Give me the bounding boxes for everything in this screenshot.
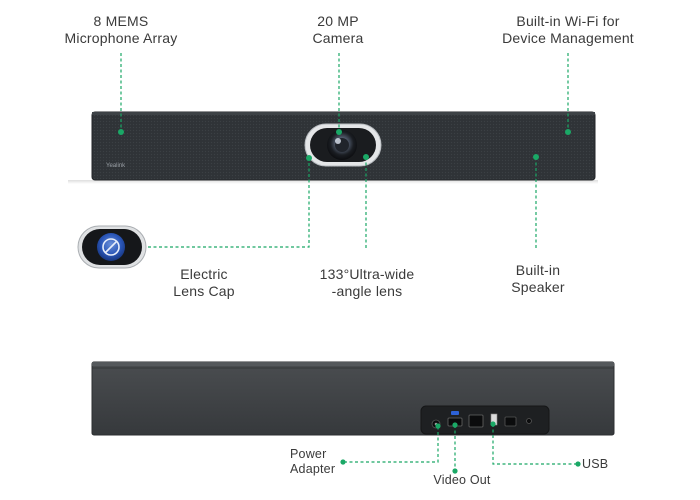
usb-c-port	[451, 411, 459, 415]
callout-power-line1: Power	[290, 447, 327, 461]
back-callout-lines	[344, 424, 578, 471]
callout-lens-line1: 133°Ultra-wide	[319, 266, 415, 282]
callout-microphone-array: 8 MEMS Microphone Array	[48, 13, 194, 47]
callout-video-line1: Video Out	[433, 473, 491, 487]
callout-camera-line1: 20 MP	[317, 13, 359, 29]
callout-video-out: Video Out	[424, 473, 500, 488]
callout-mic-line2: Microphone Array	[64, 30, 178, 46]
callout-power-line2: Adapter	[290, 462, 336, 476]
ethernet-port	[468, 414, 484, 428]
callout-speaker-line2: Speaker	[511, 279, 565, 295]
camera-module	[304, 123, 382, 167]
lens-cap-image	[77, 225, 147, 269]
port-panel	[420, 405, 550, 435]
callout-power-adapter: Power Adapter	[290, 447, 350, 477]
callout-lens-cap-line1: Electric	[180, 266, 228, 282]
callout-mic-line1: 8 MEMS	[93, 13, 149, 29]
callout-lens: 133°Ultra-wide -angle lens	[306, 266, 428, 300]
callout-wifi-line2: Device Management	[502, 30, 634, 46]
front-callout-lines	[120, 53, 569, 248]
brand-logo: Yealink	[106, 163, 126, 169]
front-callout-dots	[118, 129, 571, 161]
callout-wifi-line1: Built-in Wi-Fi for	[516, 13, 620, 29]
callout-usb: USB	[582, 457, 622, 472]
callout-usb-line1: USB	[582, 457, 609, 471]
callout-lens-cap-line2: Lens Cap	[173, 283, 235, 299]
callout-lens-cap: Electric Lens Cap	[154, 266, 254, 300]
callout-camera: 20 MP Camera	[288, 13, 388, 47]
callout-camera-line2: Camera	[312, 30, 364, 46]
callout-wifi: Built-in Wi-Fi for Device Management	[486, 13, 650, 47]
callout-speaker: Built-in Speaker	[490, 262, 586, 296]
callout-speaker-line1: Built-in	[515, 262, 561, 278]
back-callout-dots	[340, 421, 581, 474]
callout-lens-line2: -angle lens	[331, 283, 403, 299]
